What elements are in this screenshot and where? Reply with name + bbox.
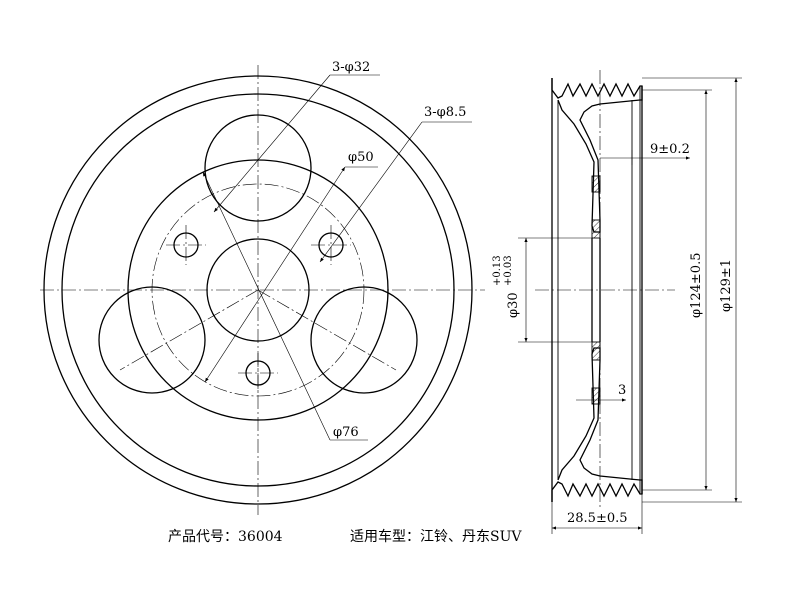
label-bore-tol-upper: +0.13 bbox=[492, 255, 503, 286]
large-hole-right bbox=[310, 286, 418, 394]
label-thickness: 3 bbox=[618, 383, 626, 398]
front-view: 3-φ32 3-φ8.5 φ50 φ76 bbox=[40, 60, 485, 515]
pulley-profile-upper bbox=[551, 78, 643, 233]
leader-small-hole bbox=[319, 121, 423, 263]
dim-line-bolt-circle bbox=[204, 166, 346, 383]
label-groove: 9±0.2 bbox=[650, 142, 690, 157]
label-large-hole: 3-φ32 bbox=[332, 60, 370, 75]
label-width: 28.5±0.5 bbox=[567, 511, 628, 526]
large-hole-left bbox=[98, 286, 206, 394]
bolt-circle-centerline bbox=[151, 183, 365, 397]
web-hatch-low bbox=[591, 387, 601, 405]
section-view: φ30 +0.13 +0.03 9±0.2 3 φ124±0.5 φ129±1 … bbox=[492, 70, 742, 534]
rim-outer-circle bbox=[43, 75, 473, 505]
applicable-vehicles: 适用车型：江铃、丹东SUV bbox=[350, 529, 522, 545]
label-bolt-circle: φ50 bbox=[348, 150, 374, 165]
dim-line-hub bbox=[202, 171, 331, 441]
hub-web-hatch-lower bbox=[591, 341, 601, 361]
label-bore-tol-lower: +0.03 bbox=[503, 255, 514, 286]
label-small-hole: 3-φ8.5 bbox=[424, 105, 466, 120]
label-hub: φ76 bbox=[333, 425, 359, 440]
label-outer: φ129±1 bbox=[719, 259, 734, 312]
product-number: 产品代号：36004 bbox=[168, 529, 283, 545]
hub-web-hatch-upper bbox=[591, 219, 601, 239]
label-root: φ124±0.5 bbox=[689, 253, 704, 318]
label-bore: φ30 bbox=[506, 292, 521, 318]
rim-inner-circle bbox=[61, 93, 455, 487]
web-hatch-high bbox=[591, 175, 601, 193]
pulley-profile-lower bbox=[551, 347, 643, 502]
